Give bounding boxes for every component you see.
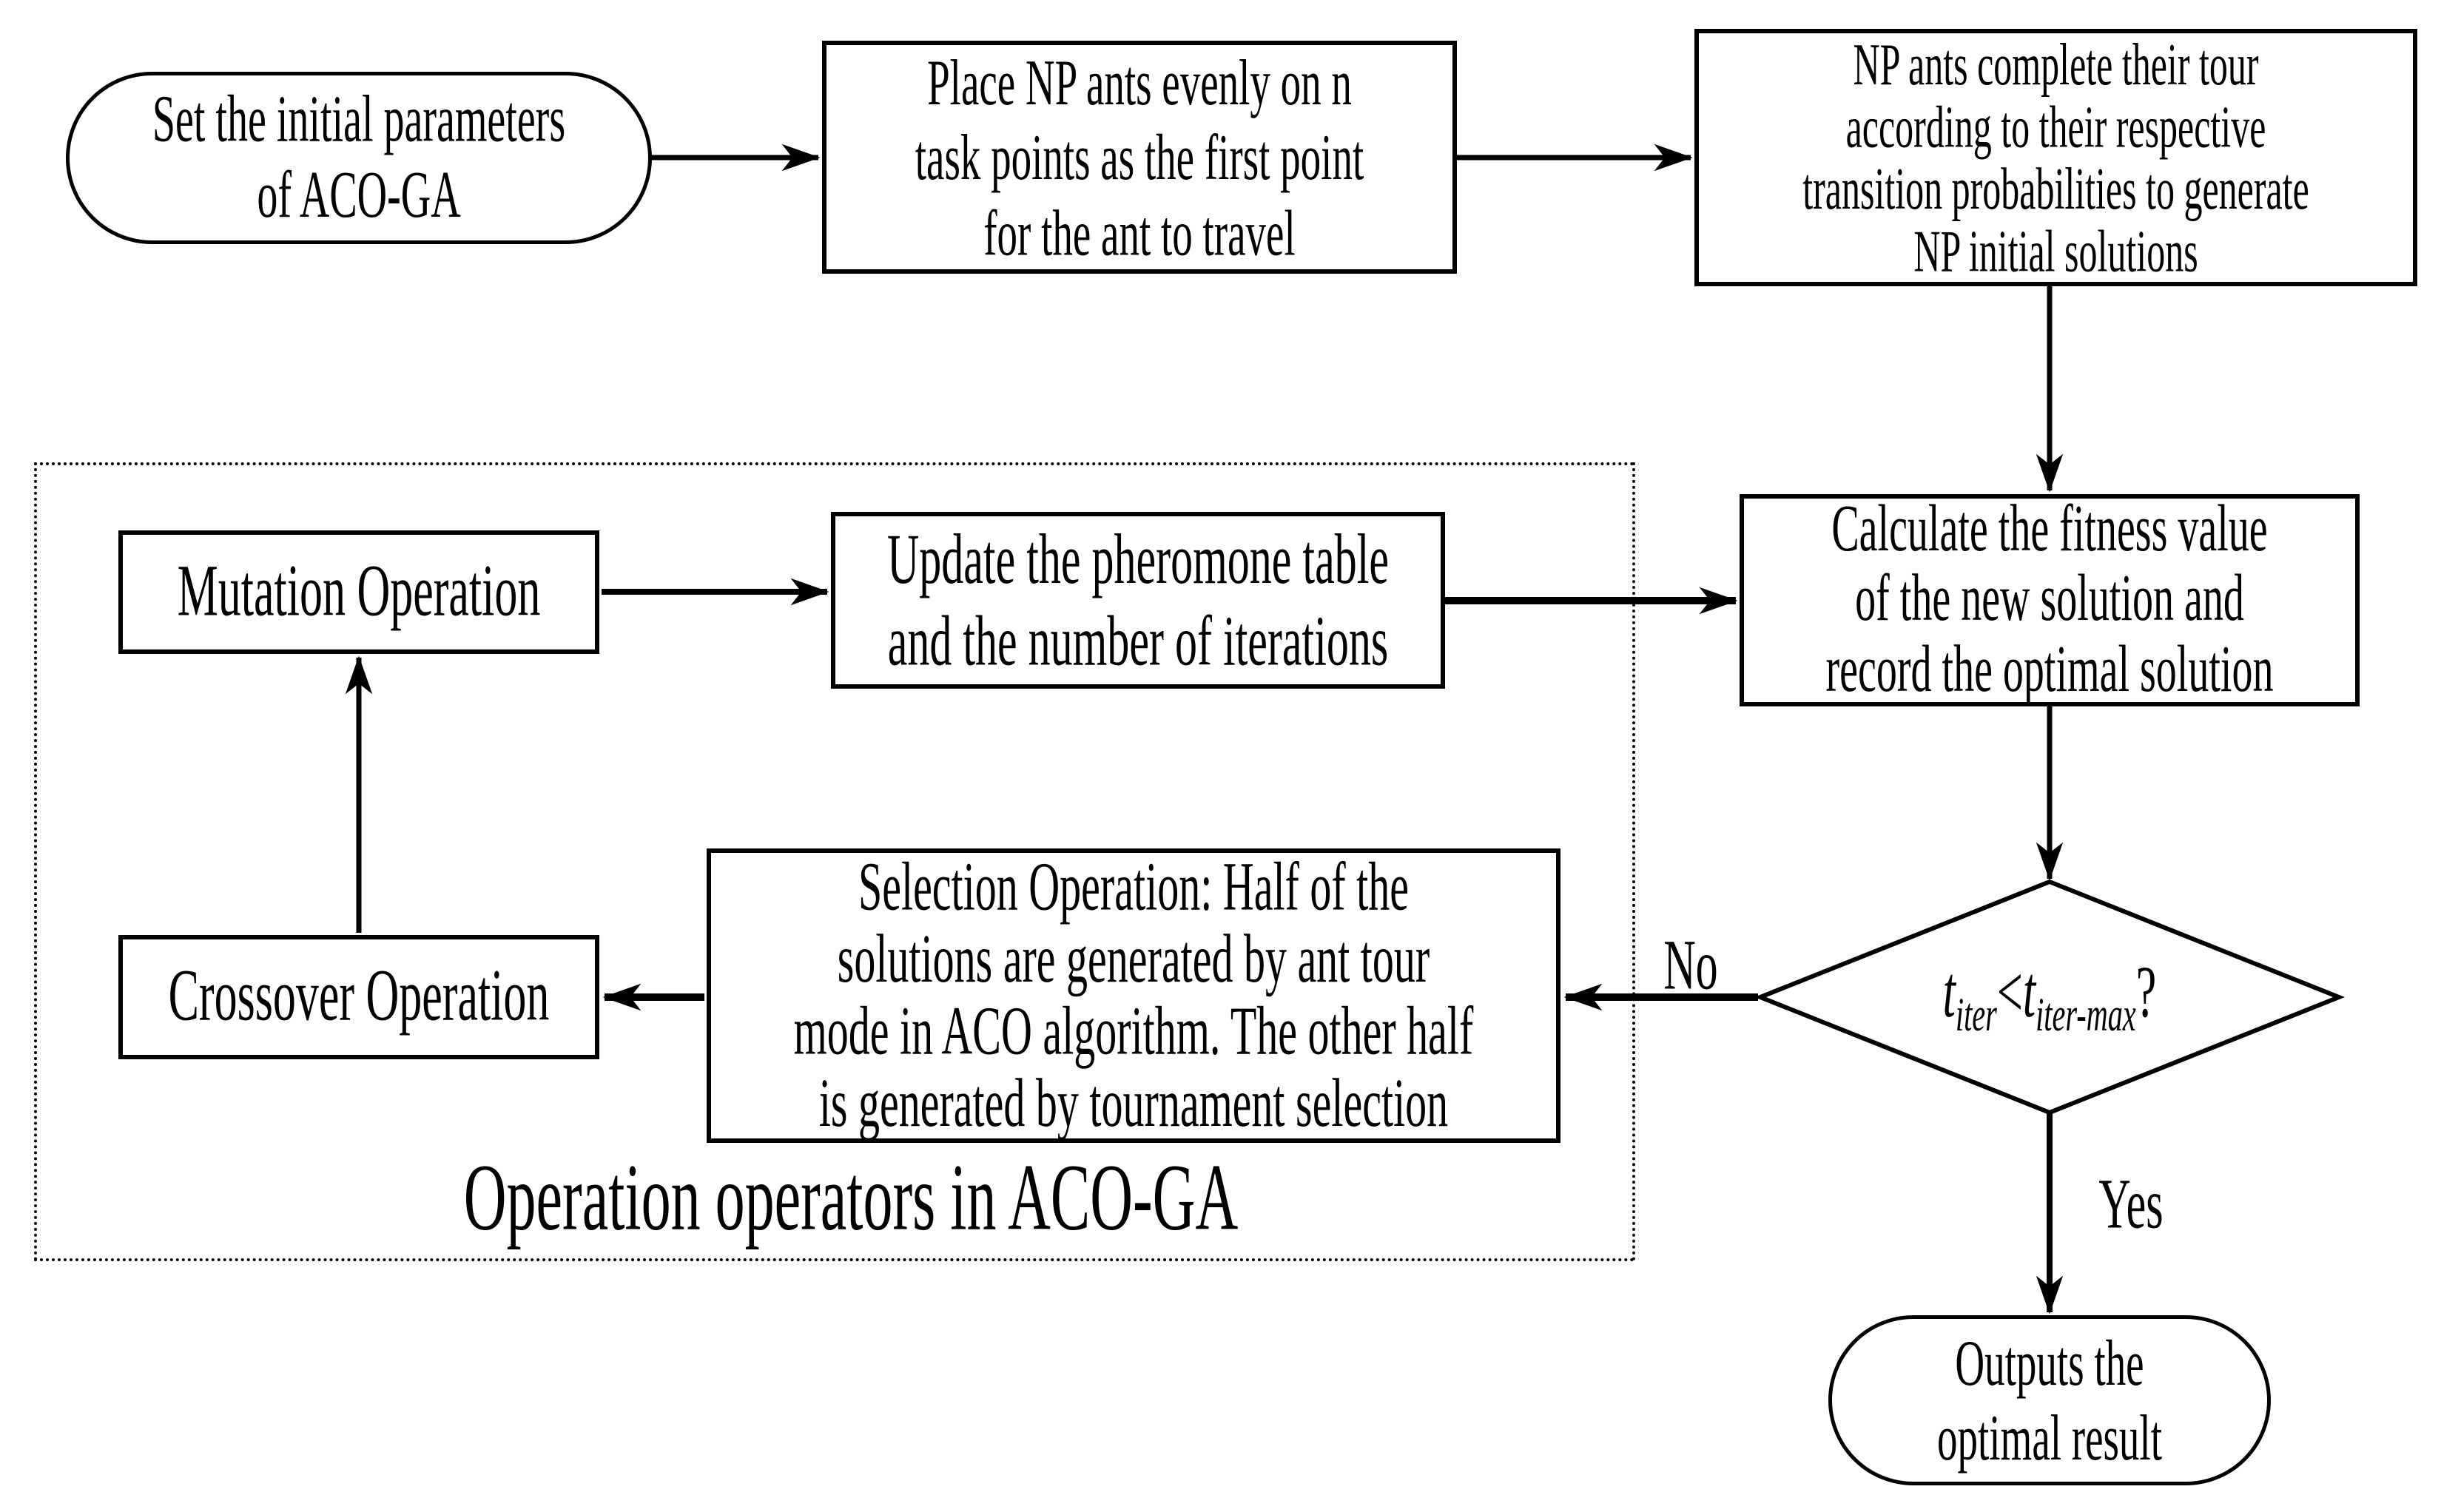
text-line: mode in ACO algorithm. The other half: [793, 992, 1474, 1070]
text-line: Update the pheromone table: [886, 519, 1390, 598]
text-line: for the ant to travel: [983, 195, 1296, 269]
text-line: optimal result: [1937, 1401, 2162, 1474]
decision-var-1: t: [1942, 952, 1956, 1033]
text-line: of ACO-GA: [257, 159, 461, 233]
node-update-pheromone: Update the pheromone table and the numbe…: [831, 512, 1445, 689]
node-place-ants-text: Place NP ants evenly on n task points as…: [915, 45, 1364, 270]
text-line: Selection Operation: Half of the: [858, 848, 1410, 925]
node-complete-tour-text: NP ants complete their tour according to…: [1802, 33, 2309, 282]
decision-var-2: t: [2022, 952, 2036, 1033]
operation-operators-group-box: [34, 462, 1635, 1261]
edge-label-yes: Yes: [2064, 1164, 2198, 1243]
text-line: according to their respective: [1845, 92, 2266, 160]
edge-label-no-text: No: [1663, 925, 1718, 1005]
node-crossover-operation: Crossover Operation: [118, 935, 599, 1059]
node-mutation-operation: Mutation Operation: [118, 530, 599, 654]
text-line: and the number of iterations: [887, 601, 1389, 680]
edge-label-no: No: [1635, 926, 1746, 1005]
decision-sub-2: iter-max: [2036, 988, 2136, 1042]
text-line: NP initial solutions: [1913, 217, 2198, 284]
node-output-result-text: Outputs the optimal result: [1937, 1326, 2162, 1475]
node-calculate-fitness-text: Calculate the fitness value of the new s…: [1825, 492, 2274, 706]
node-update-pheromone-text: Update the pheromone table and the numbe…: [887, 519, 1389, 682]
decision-formula: titer<titer-max?: [1943, 951, 2157, 1043]
text-line: task points as the first point: [915, 121, 1364, 194]
node-output-result: Outputs the optimal result: [1828, 1315, 2271, 1485]
node-place-ants: Place NP ants evenly on n task points as…: [822, 41, 1457, 274]
text-line: NP ants complete their tour: [1853, 30, 2259, 98]
text-line: Outputs the: [1955, 1326, 2144, 1399]
text-line: transition probabilities to generate: [1802, 155, 2309, 222]
decision-question-mark: ?: [2135, 952, 2157, 1033]
text-line: Set the initial parameters: [152, 83, 566, 157]
text-line: Crossover Operation: [168, 956, 550, 1037]
text-line: Place NP ants evenly on n: [927, 46, 1352, 118]
edge-label-yes-text: Yes: [2098, 1164, 2164, 1243]
node-start: Set the initial parameters of ACO-GA: [66, 72, 652, 244]
decision-operator: <: [1996, 952, 2023, 1033]
group-caption: Operation operators in ACO-GA: [414, 1147, 1287, 1251]
node-selection-operation: Selection Operation: Half of the solutio…: [707, 848, 1560, 1143]
text-line: Calculate the fitness value: [1831, 492, 2268, 567]
text-line: Mutation Operation: [177, 551, 541, 632]
node-start-text: Set the initial parameters of ACO-GA: [152, 81, 565, 234]
node-calculate-fitness: Calculate the fitness value of the new s…: [1740, 494, 2360, 706]
text-line: record the optimal solution: [1825, 632, 2274, 706]
group-caption-text: Operation operators in ACO-GA: [463, 1146, 1239, 1251]
text-line: solutions are generated by ant tour: [837, 919, 1430, 997]
text-line: is generated by tournament selection: [818, 1064, 1449, 1141]
node-decision-text: titer<titer-max?: [1760, 882, 2339, 1113]
node-selection-operation-text: Selection Operation: Half of the solutio…: [794, 851, 1474, 1140]
node-mutation-operation-text: Mutation Operation: [178, 550, 541, 634]
node-complete-tour: NP ants complete their tour according to…: [1694, 29, 2417, 286]
decision-sub-1: iter: [1955, 988, 1997, 1042]
node-crossover-operation-text: Crossover Operation: [169, 955, 550, 1039]
text-line: of the new solution and: [1855, 562, 2244, 637]
